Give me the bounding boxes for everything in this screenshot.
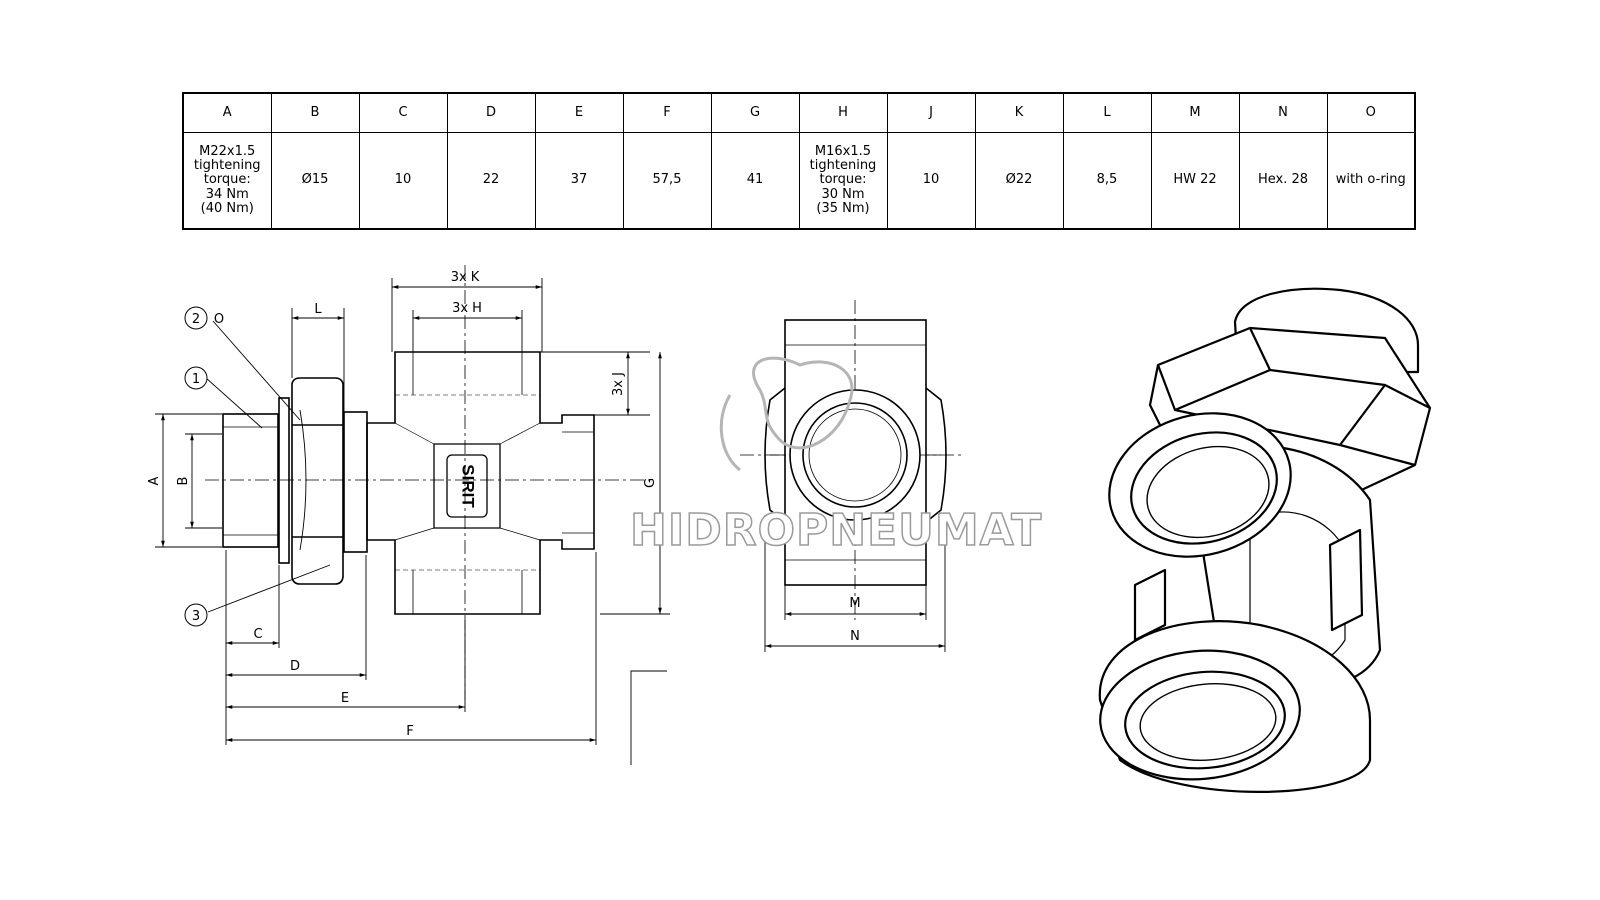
watermark: HIDROPNEUMAT xyxy=(629,356,1042,557)
callouts: 2 O 1 3 xyxy=(184,306,224,627)
callout-circle-1 xyxy=(184,366,208,390)
col-header-b: B xyxy=(270,92,360,133)
col-header-f: F xyxy=(622,92,712,133)
dim-label-h: 3x H xyxy=(452,301,482,316)
dim-label-a: A xyxy=(147,476,162,485)
cell-b: Ø15 xyxy=(270,132,360,230)
dim-label-b: B xyxy=(176,477,191,486)
col-header-l: L xyxy=(1062,92,1152,133)
callout-2: 2 xyxy=(192,312,200,327)
isometric-view xyxy=(1098,287,1432,793)
cell-k: Ø22 xyxy=(974,132,1064,230)
cell-c: 10 xyxy=(358,132,448,230)
col-header-o: O xyxy=(1326,92,1416,133)
callout-1: 1 xyxy=(192,372,200,387)
col-header-h: H xyxy=(798,92,888,133)
callout-o-label: O xyxy=(214,312,224,327)
cell-a: M22x1.5 tightening torque: 34 Nm (40 Nm) xyxy=(182,132,272,230)
cell-j: 10 xyxy=(886,132,976,230)
callout-circle-2 xyxy=(184,306,208,330)
spec-header-row: A B C D E F G H J K L M N O xyxy=(182,92,1416,133)
side-view-dimensions xyxy=(764,515,946,652)
cell-d: 22 xyxy=(446,132,536,230)
spec-value-row: M22x1.5 tightening torque: 34 Nm (40 Nm)… xyxy=(182,132,1416,230)
dim-label-k: 3x K xyxy=(451,270,480,285)
col-header-e: E xyxy=(534,92,624,133)
dim-label-l: L xyxy=(314,302,322,317)
watermark-text: HIDROPNEUMAT xyxy=(630,505,1042,556)
side-view xyxy=(740,300,965,620)
cell-g: 41 xyxy=(710,132,800,230)
front-view xyxy=(205,265,650,700)
dim-label-g: G xyxy=(643,478,658,488)
dim-label-c: C xyxy=(253,627,262,642)
cell-o: with o-ring xyxy=(1326,132,1416,230)
watermark-logo-icon xyxy=(719,356,854,472)
cell-f: 57,5 xyxy=(622,132,712,230)
dim-label-j: 3x J xyxy=(611,372,626,396)
callout-3: 3 xyxy=(192,609,200,624)
spec-table: A B C D E F G H J K L M N O M22x1.5 tigh… xyxy=(182,92,1416,230)
dim-label-n: N xyxy=(850,629,860,644)
front-view-dimensions xyxy=(155,278,670,765)
cell-n: Hex. 28 xyxy=(1238,132,1328,230)
brand-mark: SIRIT xyxy=(459,464,478,508)
dim-label-d: D xyxy=(290,659,300,674)
dim-label-f: F xyxy=(406,724,413,739)
cell-e: 37 xyxy=(534,132,624,230)
callout-circle-3 xyxy=(184,603,208,627)
dim-label-e: E xyxy=(341,691,349,706)
col-header-n: N xyxy=(1238,92,1328,133)
col-header-k: K xyxy=(974,92,1064,133)
